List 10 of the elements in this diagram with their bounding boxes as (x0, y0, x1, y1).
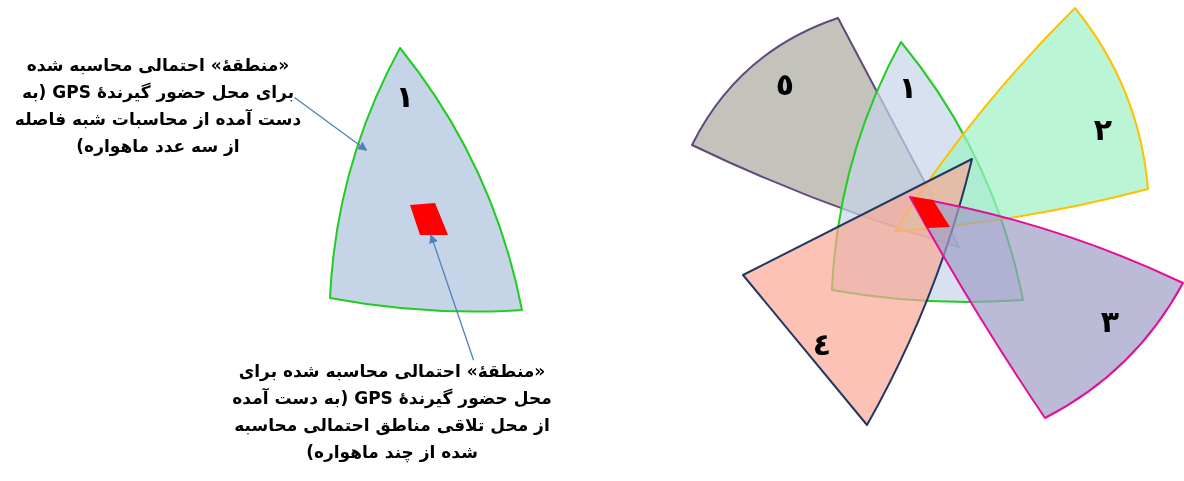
region-number: ٣ (1100, 307, 1120, 337)
callout-text: «منطقهٔ» احتمالی محاسبه شده برای محل حضور گیرندهٔ GPS (به دست آمده از محل تلاقی مناطق احتمالی محاسبه شده از چند ماهواره) (231, 360, 553, 465)
callout-text: «منطقهٔ» احتمالی محاسبه شده برای محل حضور گیرندهٔ GPS (به دست آمده از محاسبات شبه فاصله از سه عدد ماهواره) (13, 54, 303, 158)
leader-line (429, 234, 475, 361)
region-number: ٢ (1093, 115, 1113, 145)
region-number: ١ (898, 73, 918, 103)
region-number: ٤ (812, 330, 832, 360)
region-number: ٥ (775, 70, 795, 100)
leader-line (293, 96, 368, 151)
region-number: ١ (395, 82, 415, 112)
